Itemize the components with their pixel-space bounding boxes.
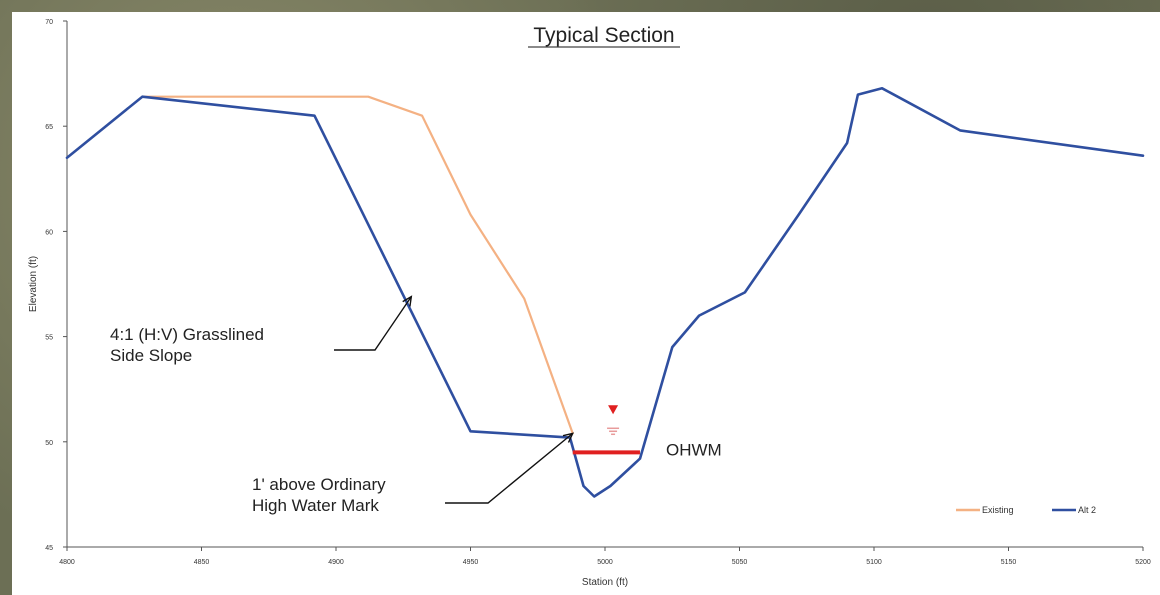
annotation-text: 1' above Ordinary bbox=[252, 475, 386, 494]
x-axis-label: Station (ft) bbox=[582, 577, 628, 588]
x-tick-label: 4800 bbox=[59, 559, 75, 566]
annotation-arrow-line bbox=[445, 432, 574, 504]
y-axis-label: Elevation (ft) bbox=[28, 256, 39, 312]
series-line-existing bbox=[141, 95, 574, 435]
y-tick-label: 60 bbox=[45, 229, 53, 236]
annotation-text: Side Slope bbox=[110, 346, 192, 365]
y-tick-label: 70 bbox=[45, 19, 53, 26]
annotation-arrowhead-icon bbox=[402, 295, 413, 307]
y-tick-label: 65 bbox=[45, 124, 53, 131]
annotation-text: 4:1 (H:V) Grasslined bbox=[110, 325, 264, 344]
x-tick-label: 4850 bbox=[194, 559, 210, 566]
x-tick-label: 5050 bbox=[732, 559, 748, 566]
ohwm-label: OHWM bbox=[666, 440, 722, 459]
y-tick-label: 50 bbox=[45, 440, 53, 447]
x-tick-label: 5100 bbox=[866, 559, 882, 566]
series-line-alt-2 bbox=[65, 87, 1145, 498]
x-tick-label: 4900 bbox=[328, 559, 344, 566]
y-tick-label: 55 bbox=[45, 335, 53, 342]
y-tick-label: 45 bbox=[45, 545, 53, 552]
chart-panel: 45 50 55 60 65 70 4800 4850 4900 4950 5000 5050 5100… bbox=[12, 12, 1160, 595]
x-tick-label: 5150 bbox=[1001, 559, 1017, 566]
annotation-text: High Water Mark bbox=[252, 496, 379, 515]
x-tick-label: 5000 bbox=[597, 559, 613, 566]
annotation-arrowhead-icon bbox=[562, 432, 574, 443]
chart-title: Typical Section bbox=[533, 24, 674, 47]
annotation-arrow-line bbox=[334, 296, 412, 351]
legend-label: Existing bbox=[982, 505, 1014, 515]
legend-label: Alt 2 bbox=[1078, 505, 1096, 515]
water-surface-triangle-icon bbox=[608, 405, 619, 415]
x-tick-label: 5200 bbox=[1135, 559, 1151, 566]
x-tick-label: 4950 bbox=[463, 559, 479, 566]
cross-section-chart: 45 50 55 60 65 70 4800 4850 4900 4950 5000 5050 5100… bbox=[28, 19, 1151, 588]
